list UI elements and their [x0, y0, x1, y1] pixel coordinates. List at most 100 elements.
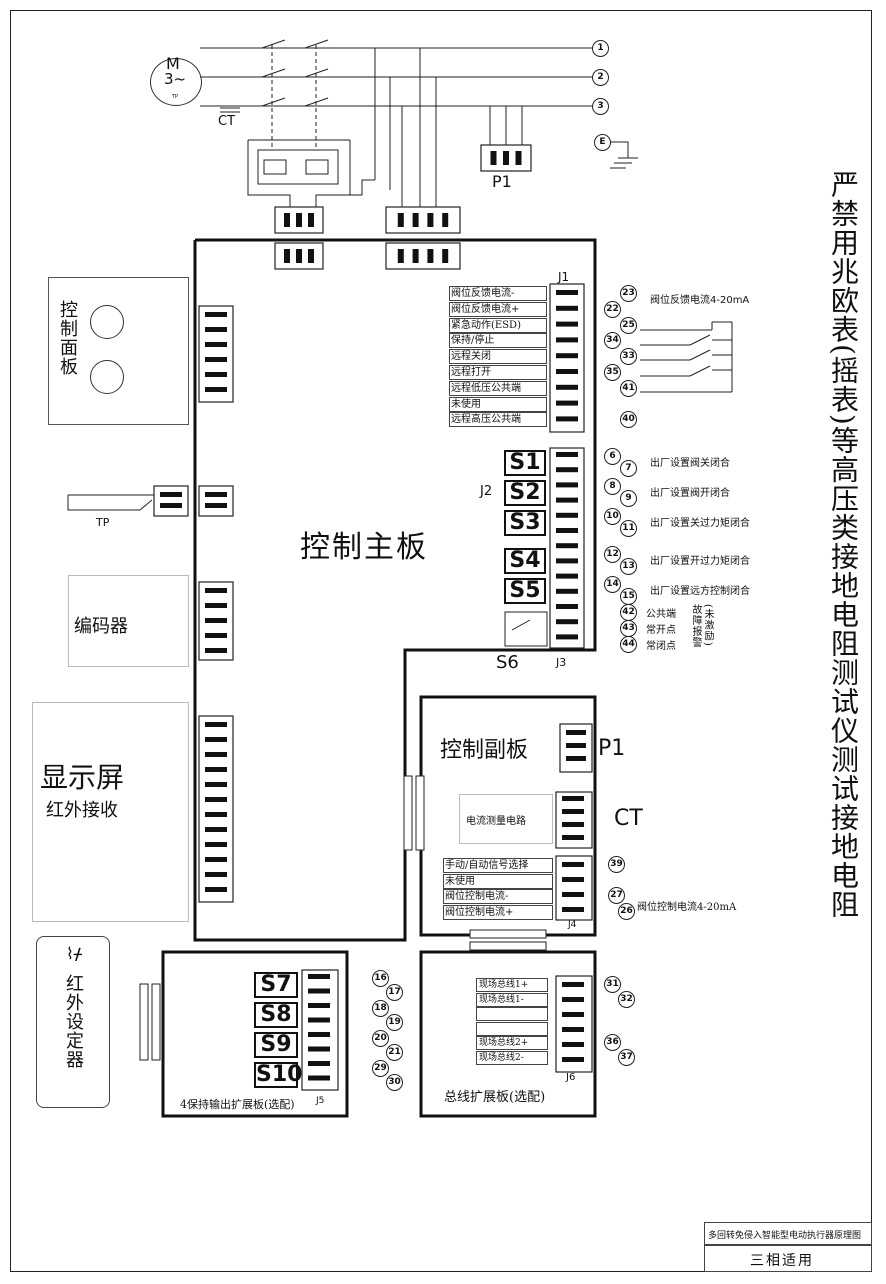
terminal-7: 7 [620, 460, 637, 477]
terminal-14: 14 [604, 576, 621, 593]
motor-symbol [150, 58, 202, 106]
power-terminal-top-pin [397, 213, 404, 227]
display-connector-pin [205, 722, 227, 727]
j2-pin [556, 497, 578, 503]
display-connector-pin [205, 842, 227, 847]
current-circuit-label: 电流测量电路 [466, 816, 526, 827]
encoder-connector-pin [205, 633, 227, 638]
j1-pin [556, 290, 578, 295]
relay-s9: S9 [254, 1032, 298, 1058]
panel-connector-pin [205, 357, 227, 362]
j4-pin [562, 877, 584, 882]
relay-desc: 出厂设置关过力矩闭合 [650, 518, 750, 529]
valve-control-desc: 阀位控制电流4-20mA [637, 902, 737, 913]
tp-label: TP [96, 516, 110, 529]
j5-pin [308, 1032, 330, 1037]
j4-pin [562, 907, 584, 912]
terminal-32: 32 [618, 990, 635, 1008]
j1-pin [556, 305, 578, 311]
j1-pin [556, 369, 578, 374]
power-terminal-top-pin [442, 213, 449, 227]
tp-connector-pin [160, 492, 182, 497]
j2-pin [556, 528, 578, 533]
terminal-10: 10 [604, 508, 621, 525]
earth-terminal: E [594, 134, 611, 151]
j1-terminal-25: 25 [620, 316, 637, 334]
j2-label: J2 [480, 484, 493, 499]
relay-s8: S8 [254, 1002, 298, 1028]
relay-s4: S4 [504, 548, 546, 574]
terminal-21: 21 [386, 1044, 403, 1061]
j5-pin [308, 1075, 330, 1081]
j6-pin [562, 1012, 584, 1017]
j1-row-label: 阀位反馈电流- [449, 286, 547, 301]
j1-terminal-35: 35 [604, 364, 621, 381]
sub-ct-pin [562, 796, 584, 801]
power-terminal-bottom-frame [385, 242, 461, 270]
j2-pin [556, 467, 578, 473]
j4-row-label: 阀位控制电流- [443, 889, 553, 904]
j5-pin [308, 974, 330, 979]
tp-connector-right [198, 485, 234, 517]
coil-terminal-top-pin [296, 213, 302, 227]
display-connector-pin [205, 857, 227, 862]
j1-pin [556, 321, 578, 327]
ir-link-left [139, 983, 149, 1061]
terminal-19: 19 [386, 1014, 403, 1031]
power-terminal-bottom-pin [427, 249, 434, 263]
j6-row-label: 现场总线2+ [476, 1036, 548, 1050]
j2-pin [556, 482, 578, 488]
current-circuit-box [459, 794, 553, 844]
j5-pin [308, 1017, 330, 1023]
j2-pin [556, 558, 578, 564]
coil-terminal-bottom-pin [284, 249, 290, 263]
ir-setter-box [36, 936, 110, 1108]
terminal-31: 31 [604, 976, 621, 993]
j1-label: J1 [558, 270, 570, 284]
output-board-title: 4保持输出扩展板(选配) [180, 1098, 295, 1111]
terminal-37: 37 [618, 1048, 635, 1066]
relay-desc: 出厂设置阀关闭合 [650, 458, 730, 469]
j5-block [301, 969, 339, 1091]
title-block [704, 1222, 872, 1272]
sub-board-title: 控制副板 [440, 738, 529, 763]
j1-pin [556, 384, 578, 390]
terminal-13: 13 [620, 558, 637, 575]
j4-pin [562, 892, 584, 897]
j5-label: J5 [316, 1096, 325, 1106]
encoder-connector-pin [205, 603, 227, 608]
j6-row-label: 现场总线2- [476, 1050, 548, 1065]
board-link-right [415, 775, 425, 851]
relay-s3: S3 [504, 510, 546, 536]
power-terminal-bottom-pin [442, 249, 449, 263]
relay-desc: 出厂设置开过力矩闭合 [650, 556, 750, 567]
panel-connector-pin [205, 327, 227, 332]
j6-block [555, 975, 593, 1073]
applicability-label: 三相适用 [750, 1253, 814, 1269]
sub-board-ct: CT [614, 806, 643, 831]
ir-receiver-label: 红外接收 [46, 800, 118, 821]
motor-tp: TP [172, 94, 179, 100]
j1-row-label: 紧急动作(ESD) [449, 317, 547, 333]
display-connector-right [198, 715, 234, 903]
encoder-box [68, 575, 189, 667]
title-block-divider [704, 1244, 872, 1246]
j1-feedback-desc: 阀位反馈电流4-20mA [650, 295, 750, 306]
supply-terminal-3: 3 [592, 98, 609, 115]
j1-row-label: 保持/停止 [449, 333, 547, 349]
terminal-42: 42 [620, 604, 637, 621]
j2-pin [556, 573, 578, 579]
j6-row-label [476, 1021, 548, 1036]
dial-icon [90, 305, 124, 339]
j6-row-label: 现场总线1+ [476, 978, 548, 992]
terminal-44: 44 [620, 636, 637, 653]
coil-terminal-top-pin [308, 213, 314, 227]
sub-ct-pin [562, 809, 584, 814]
j1-row-label: 远程打开 [449, 365, 547, 380]
display-connector-pin [205, 827, 227, 832]
j4-row-label: 未使用 [443, 873, 553, 889]
main-board-label: 控制主板 [300, 530, 428, 565]
terminal-18: 18 [372, 1000, 389, 1017]
ct-top-label: CT [218, 114, 236, 129]
relay-s5: S5 [504, 578, 546, 604]
